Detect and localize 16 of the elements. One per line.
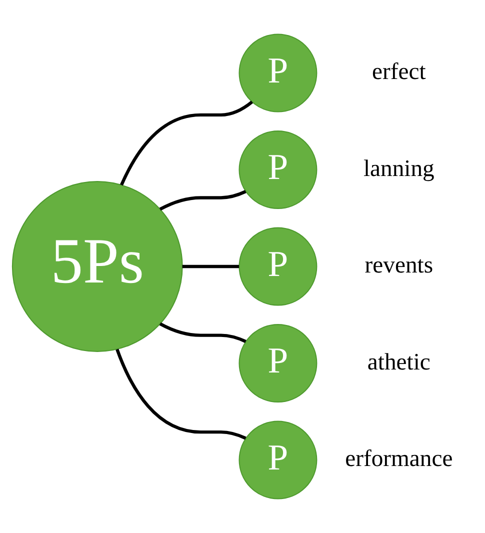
- node-circle: P: [238, 420, 318, 500]
- node-circle: P: [238, 130, 318, 209]
- connector: [159, 322, 246, 343]
- node-label: erfect: [372, 59, 426, 86]
- node-circle: P: [238, 227, 318, 306]
- node-label: lanning: [363, 156, 434, 182]
- node-circle: P: [238, 324, 318, 402]
- node-label: revents: [364, 252, 434, 279]
- node-circle: P: [238, 34, 318, 112]
- connector: [116, 348, 246, 440]
- node-circle: 5Ps: [12, 181, 183, 352]
- node-label: erformance: [345, 446, 453, 472]
- connector: [159, 190, 246, 211]
- node-label: athetic: [367, 349, 430, 376]
- connector: [120, 100, 254, 186]
- connector: [182, 264, 240, 268]
